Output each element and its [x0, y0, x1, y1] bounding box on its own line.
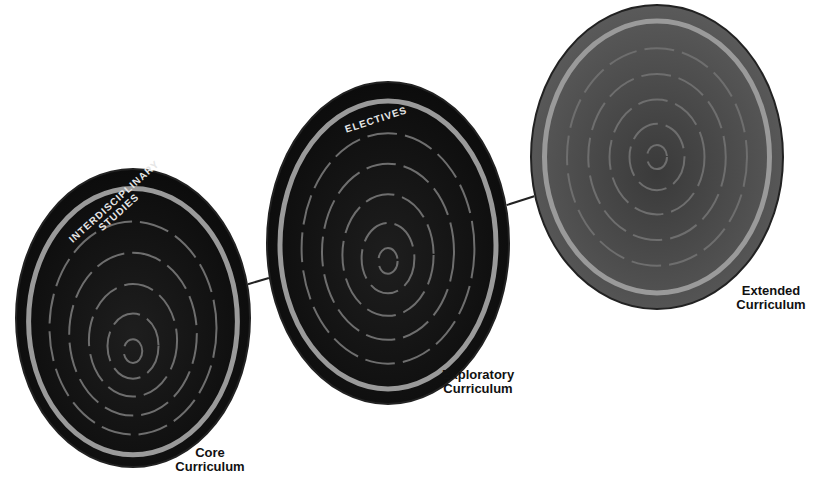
- ring: [322, 164, 454, 340]
- ring: [280, 101, 496, 389]
- ring: [124, 339, 143, 363]
- circle-outline: [15, 168, 251, 468]
- ring: [342, 194, 433, 316]
- ring: [378, 248, 397, 274]
- ring: [362, 223, 415, 293]
- ring: [588, 74, 726, 240]
- ring: [610, 100, 705, 215]
- curriculum-circle: Core CurriculumINTERDISCIPLINARY STUDIES: [15, 168, 251, 468]
- ring: [107, 314, 158, 379]
- ring: [630, 124, 685, 190]
- ring: [302, 133, 475, 363]
- circle-outline: [266, 81, 510, 405]
- ring: [545, 21, 770, 293]
- curriculum-circle: Extended Curriculum: [530, 4, 784, 310]
- curriculum-name: Core Curriculum: [170, 446, 250, 474]
- ring: [29, 188, 238, 454]
- circle-fill: [16, 169, 250, 467]
- connector-line: [507, 196, 535, 205]
- ring: [567, 48, 747, 265]
- ring: [49, 222, 216, 435]
- curriculum-circle: Exploratory CurriculumELECTIVES: [266, 81, 510, 405]
- ring: [69, 253, 197, 416]
- curriculum-name: Exploratory Curriculum: [430, 368, 526, 396]
- ring: [89, 284, 177, 396]
- connector-line: [248, 278, 269, 284]
- curriculum-name: Extended Curriculum: [733, 284, 809, 312]
- circle-fill: [531, 5, 783, 309]
- circle-fill: [267, 82, 509, 404]
- ring: [647, 145, 667, 169]
- circle-outline: [530, 4, 784, 310]
